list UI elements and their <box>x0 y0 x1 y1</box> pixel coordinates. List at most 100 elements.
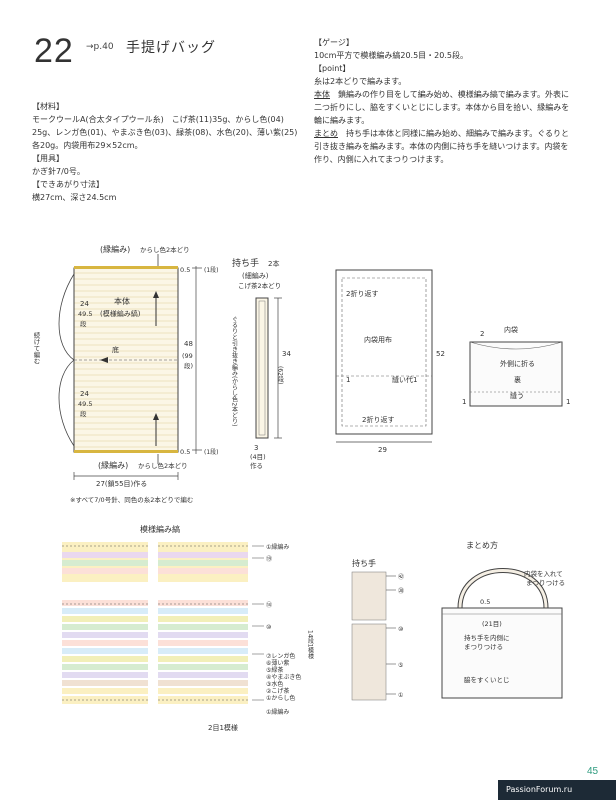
inner-right-1: 1 <box>566 398 570 406</box>
materials-line: モークウールA(合太タイプウール糸) こげ茶(11)35g、からし色(04) <box>32 115 284 124</box>
finish-label: まとめ <box>314 129 338 138</box>
page-number: 45 <box>587 766 599 777</box>
handle-strap <box>255 297 269 439</box>
body-line: 二つ折りにし、脇をすくいとじにします。本体から目を拾い、縁編みを <box>314 103 570 112</box>
finish-line: 引き抜き編みを編みます。本体の内側に持ち手を縫いつけます。内袋を <box>314 142 569 151</box>
top-edge <box>74 266 178 269</box>
lining-fabric <box>335 269 433 435</box>
stripe-block-right <box>158 542 248 704</box>
upper-495: 49.5 <box>78 310 92 318</box>
materials-line: 25g、レンガ色(01)、やまぶき色(03)、緑茶(08)、水色(20)、薄い紫… <box>32 128 298 137</box>
handle-row-62: ㊷ <box>398 573 404 581</box>
gauge-heading: 【ゲージ】 <box>314 38 354 47</box>
legend-brick: ⑦レンガ色 <box>266 652 295 660</box>
body-title: 本体 <box>114 296 130 306</box>
stripe-block-left <box>62 542 148 704</box>
handle-diagram: 持ち手 2本 (細編み) こげ茶2本どり ぐるりと引き抜き編み(からし色2本どり… <box>231 257 292 470</box>
size-line: 横27cm、深さ24.5cm <box>32 193 117 202</box>
legend-brown: ②こげ茶 <box>266 687 289 695</box>
height-99: (99 <box>182 352 193 360</box>
handle-chart-title: 持ち手 <box>352 559 376 568</box>
sew-label: 縫う <box>510 391 524 400</box>
bottom-1dan: (1段) <box>204 448 219 456</box>
top-05: 0.5 <box>180 266 190 274</box>
point-line: 糸は2本どりで編みます。 <box>314 77 407 86</box>
inner-bag-title: 内袋 <box>504 325 518 334</box>
handle-chart-top <box>351 571 387 621</box>
lining-name: 内袋用布 <box>364 335 392 344</box>
legend-edge-bottom: ①縁編み <box>266 708 289 716</box>
side-bracket <box>58 273 75 447</box>
lining-note2: まつりつける <box>526 579 565 587</box>
handle-chart: ㊷ ⑳ ⑩ ⑤ ① <box>351 571 404 701</box>
height-dan: 段) <box>184 361 193 370</box>
legend-blue: ③水色 <box>266 680 283 688</box>
lower-dan: 段 <box>80 409 87 418</box>
pattern-title: 手提げバッグ <box>126 40 216 56</box>
finish-title: まとめ方 <box>466 541 498 550</box>
tools-heading: 【用具】 <box>32 154 64 163</box>
lower-495: 49.5 <box>78 400 92 408</box>
body-line: 輪に編みます。 <box>314 116 370 125</box>
materials-section: 【材料】 モークウールA(合太タイプウール糸) こげ茶(11)35g、からし色(… <box>32 100 300 204</box>
handle-stitches: (4目) <box>250 453 266 461</box>
pattern-number: 22 <box>34 32 74 70</box>
bottom-edge-sub: からし色2本どり <box>138 461 188 470</box>
body-label: 本体 <box>314 90 330 99</box>
finish-diagram: 内袋を入れて まつりつける 0.5 (21目) 持ち手を内側に まつりつける 脇… <box>441 568 565 699</box>
finish-05: 0.5 <box>480 598 490 606</box>
materials-heading: 【材料】 <box>32 102 64 111</box>
lining-width: 29 <box>378 446 387 454</box>
bottom-fold-label: 底 <box>112 345 119 354</box>
lining-diagram: 2折り返す 内袋用布 縫い代1 1 52 2折り返す 29 <box>335 269 445 454</box>
legend-row-14: ⑭ <box>266 601 272 609</box>
watermark-text: PassionForum.ru <box>506 785 573 794</box>
handle-count: 2本 <box>268 259 279 268</box>
legend-edge-top: ①縁編み <box>266 543 289 551</box>
lining-height: 52 <box>436 350 445 358</box>
upper-dan: 段 <box>80 319 87 328</box>
legend-mustard: ①からし色 <box>266 694 295 702</box>
inner-bag-shape <box>469 341 563 407</box>
bag-body <box>441 607 563 699</box>
inner-bag-diagram: 内袋 2 外側に折る 裏 縫う 1 1 <box>462 325 570 407</box>
repeat-stitches: 2目1模様 <box>208 723 238 732</box>
handle-make: 作る <box>250 461 263 470</box>
point-heading: 【point】 <box>314 64 351 73</box>
handle-rows: (62段) <box>277 366 284 384</box>
pattern-chart-title: 模様編み縞 <box>140 525 180 534</box>
width-label: 27(鎖55目)作る <box>96 479 147 488</box>
body-line: 鎖編みの作り目をして編み始め、模様編み縞で編みます。外表に <box>330 90 569 99</box>
size-heading: 【できあがり寸法】 <box>32 180 104 189</box>
inner-left-1: 1 <box>462 398 466 406</box>
upper-24: 24 <box>80 300 89 308</box>
handle-width: 3 <box>254 444 258 452</box>
fold-top: 2折り返す <box>346 289 378 298</box>
repeat-rows: 14段1模様 <box>307 630 314 660</box>
fold-bottom: 2折り返す <box>362 415 394 424</box>
wrong-side: 裏 <box>514 375 521 384</box>
legend-green: ⑤緑茶 <box>266 666 283 674</box>
seam-allowance: 縫い代1 <box>392 375 417 384</box>
materials-line: 各20g。内袋用布29×52cm。 <box>32 141 143 150</box>
handle-sub1: (細編み) <box>242 271 269 280</box>
needle-note: ※すべて7/0号針、同色の糸2本どりで編む <box>70 495 193 504</box>
lower-24: 24 <box>80 390 89 398</box>
top-edge-label: (縁編み) <box>100 244 130 254</box>
handle-row-5: ⑤ <box>398 662 403 669</box>
bottom-05: 0.5 <box>180 448 190 456</box>
lining-note1: 内袋を入れて <box>524 569 563 578</box>
body-diagram: (縁編み) からし色2本どり 本体 (模様編み縞) 24 49.5 段 底 24… <box>32 244 219 504</box>
tools-line: かぎ針7/0号。 <box>32 167 85 176</box>
handle-length: 34 <box>282 350 291 358</box>
handle-row-1: ① <box>398 692 403 699</box>
top-edge-sub: からし色2本どり <box>140 245 190 254</box>
bottom-edge-label: (縁編み) <box>98 460 128 470</box>
body-subtitle: (模様編み縞) <box>100 309 141 318</box>
handle-note2: まつりつける <box>464 643 503 651</box>
legend-row-10: ⑩ <box>266 624 271 631</box>
height-48: 48 <box>184 340 193 348</box>
side-join-note: 脇をすくいとじ <box>464 676 510 684</box>
gauge-line: 10cm平方で模様編み縞20.5目・20.5段。 <box>314 51 468 60</box>
finish-21: (21目) <box>482 620 502 628</box>
